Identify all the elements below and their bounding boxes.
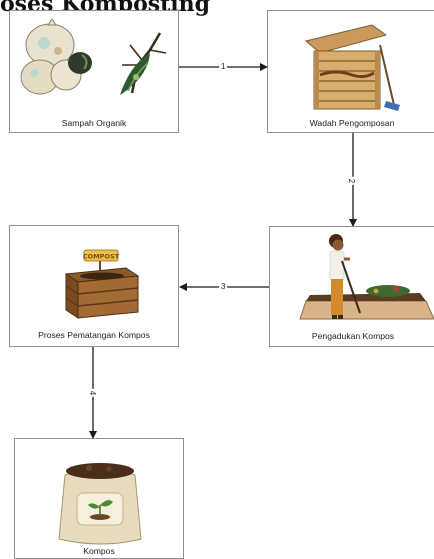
node-wadah-pengomposan: Wadah Pengomposan bbox=[267, 10, 434, 133]
node-sampah-organik: Sampah Organik bbox=[9, 10, 179, 133]
person-stirring-compost-icon bbox=[299, 234, 434, 320]
edge-1-label: 1 bbox=[219, 62, 228, 72]
node-proses-pematangan-kompos: COMPOST Proses Pematangan Kompos bbox=[9, 225, 179, 347]
node-pengadukan-kompos: Pengadukan Kompos bbox=[269, 226, 434, 347]
node-kompos: Kompos bbox=[14, 438, 184, 559]
node-label: Pengadukan Kompos bbox=[311, 331, 395, 341]
compost-crate-icon: COMPOST bbox=[64, 249, 140, 319]
node-label: Proses Pematangan Kompos bbox=[38, 330, 150, 340]
node-label: Kompos bbox=[83, 546, 115, 556]
compost-sign-text: COMPOST bbox=[83, 253, 120, 261]
node-label: Wadah Pengomposan bbox=[309, 118, 395, 128]
node-label: Sampah Organik bbox=[61, 118, 127, 128]
organic-waste-icon bbox=[20, 18, 167, 95]
edge-3-label: 3 bbox=[219, 282, 228, 292]
compost-bag-icon bbox=[58, 463, 142, 545]
edge-4-label: 4 bbox=[87, 388, 98, 398]
compost-bin-icon bbox=[304, 24, 400, 111]
edge-2-label: 2 bbox=[346, 176, 357, 186]
